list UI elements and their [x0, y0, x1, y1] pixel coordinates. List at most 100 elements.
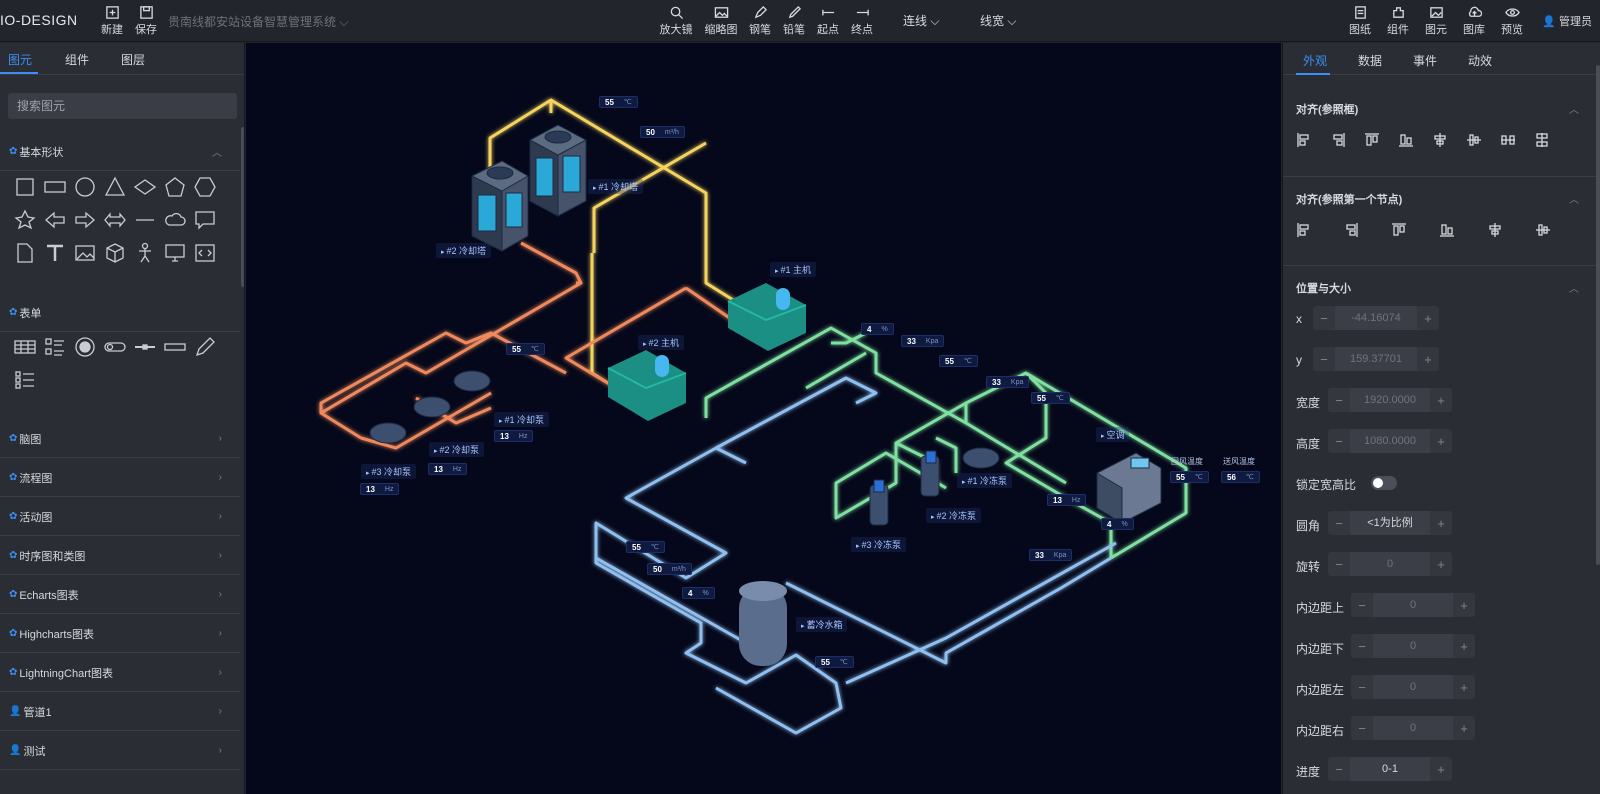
align-right-icon[interactable]: [1327, 129, 1349, 151]
diamond-shape[interactable]: [130, 170, 160, 203]
align-left-icon[interactable]: [1293, 219, 1315, 241]
plus-icon[interactable]: +: [1460, 679, 1468, 695]
section-activity[interactable]: ✿活动图›: [0, 498, 240, 536]
drawing-button[interactable]: 图纸: [1342, 4, 1378, 37]
user-menu[interactable]: 👤 管理员: [1542, 13, 1592, 29]
star-shape[interactable]: [10, 203, 40, 236]
hexagon-shape[interactable]: [190, 170, 220, 203]
design-canvas[interactable]: #1 冷却塔 #2 冷却塔 #1 主机 #2 主机 #1 冷却泵 #2 冷却泵 …: [246, 43, 1281, 794]
y-input[interactable]: −159.37701 +: [1313, 347, 1439, 371]
align-left-icon[interactable]: [1293, 129, 1315, 151]
project-selector[interactable]: 贵南线都安站设备智慧管理系统 ⌵: [168, 13, 348, 30]
align-right-icon[interactable]: [1340, 219, 1362, 241]
section-highcharts[interactable]: ✿Highcharts图表›: [0, 615, 240, 653]
cloud-shape[interactable]: [160, 203, 190, 236]
button-shape[interactable]: [160, 330, 190, 363]
pen-button[interactable]: 钢笔: [742, 4, 778, 37]
switch-shape[interactable]: [100, 330, 130, 363]
plus-icon[interactable]: +: [1424, 351, 1432, 367]
pentagon-shape[interactable]: [160, 170, 190, 203]
rotate-value[interactable]: 0: [1350, 552, 1430, 576]
rectangle-shape[interactable]: [40, 170, 70, 203]
new-button[interactable]: 新建: [94, 4, 130, 37]
progress-input[interactable]: −0-1+: [1328, 757, 1452, 781]
radius-input[interactable]: −<1为比例+: [1328, 511, 1452, 535]
component-button[interactable]: 组件: [1380, 4, 1416, 37]
plus-icon[interactable]: +: [1424, 310, 1432, 326]
chevron-up-icon[interactable]: ︿: [1569, 195, 1579, 206]
chevron-up-icon[interactable]: ︿: [1569, 284, 1579, 295]
tab-elements[interactable]: 图元: [8, 53, 33, 67]
table-shape[interactable]: [10, 330, 40, 363]
list-shape[interactable]: [10, 363, 40, 396]
radius-value[interactable]: <1为比例: [1350, 511, 1430, 535]
magnifier-button[interactable]: 放大镜: [658, 4, 694, 37]
right-scrollbar[interactable]: [1596, 65, 1600, 565]
pencil-button[interactable]: 铅笔: [776, 4, 812, 37]
align-top-icon[interactable]: [1388, 219, 1410, 241]
image-shape[interactable]: [70, 236, 100, 269]
tab-data[interactable]: 数据: [1358, 54, 1383, 68]
align-center-h-icon[interactable]: [1429, 129, 1451, 151]
element-button[interactable]: 图元: [1418, 4, 1454, 37]
slider-shape[interactable]: [130, 330, 160, 363]
chevron-up-icon[interactable]: ︿: [1569, 105, 1579, 116]
minus-icon[interactable]: −: [1335, 392, 1343, 408]
code-shape[interactable]: [190, 236, 220, 269]
minus-icon[interactable]: −: [1358, 597, 1366, 613]
left-arrow-shape[interactable]: [40, 203, 70, 236]
radio-shape[interactable]: [70, 330, 100, 363]
minus-icon[interactable]: −: [1358, 720, 1366, 736]
edit-shape[interactable]: [190, 330, 220, 363]
pad-top-input[interactable]: −0 +: [1351, 593, 1475, 617]
line-dropdown[interactable]: 连线 ⌵: [903, 12, 939, 29]
monitor-shape[interactable]: [160, 236, 190, 269]
section-test[interactable]: 👤测试›: [0, 732, 240, 770]
minus-icon[interactable]: −: [1320, 351, 1328, 367]
callout-shape[interactable]: [190, 203, 220, 236]
pad-top-value[interactable]: 0: [1373, 593, 1453, 617]
pad-right-value[interactable]: 0: [1373, 716, 1453, 740]
minus-icon[interactable]: −: [1335, 433, 1343, 449]
height-input[interactable]: −1080.0000+: [1328, 429, 1452, 453]
gallery-button[interactable]: 图库: [1456, 4, 1492, 37]
width-input[interactable]: −1920.0000+: [1328, 388, 1452, 412]
x-value[interactable]: -44.16074: [1335, 306, 1417, 330]
right-arrow-shape[interactable]: [70, 203, 100, 236]
plus-icon[interactable]: +: [1460, 638, 1468, 654]
text-shape[interactable]: [40, 236, 70, 269]
pad-left-value[interactable]: 0: [1373, 675, 1453, 699]
distribute-h-icon[interactable]: [1497, 129, 1519, 151]
double-arrow-shape[interactable]: [100, 203, 130, 236]
line-width-dropdown[interactable]: 线宽 ⌵: [980, 12, 1016, 29]
plus-icon[interactable]: +: [1437, 761, 1445, 777]
section-basic-shapes[interactable]: ✿基本形状︿: [0, 133, 240, 171]
file-shape[interactable]: [10, 236, 40, 269]
width-value[interactable]: 1920.0000: [1350, 388, 1430, 412]
pad-right-input[interactable]: −0 +: [1351, 716, 1475, 740]
align-top-icon[interactable]: [1361, 129, 1383, 151]
triangle-shape[interactable]: [100, 170, 130, 203]
lock-ratio-toggle[interactable]: [1371, 476, 1397, 490]
rotate-input[interactable]: −0+: [1328, 552, 1452, 576]
end-point-button[interactable]: 终点: [844, 4, 880, 37]
tab-components[interactable]: 组件: [65, 53, 90, 67]
circle-shape[interactable]: [70, 170, 100, 203]
x-input[interactable]: −-44.16074 +: [1313, 306, 1439, 330]
square-shape[interactable]: [10, 170, 40, 203]
tab-animation[interactable]: 动效: [1468, 54, 1493, 68]
plus-icon[interactable]: +: [1460, 597, 1468, 613]
section-pipe1[interactable]: 👤管道1›: [0, 693, 240, 731]
save-button[interactable]: 保存: [128, 4, 164, 37]
cube-shape[interactable]: [100, 236, 130, 269]
plus-icon[interactable]: +: [1460, 720, 1468, 736]
minus-icon[interactable]: −: [1320, 310, 1328, 326]
person-shape[interactable]: [130, 236, 160, 269]
pad-left-input[interactable]: −0+: [1351, 675, 1475, 699]
element-search-input[interactable]: [8, 93, 237, 119]
minus-icon[interactable]: −: [1335, 515, 1343, 531]
y-value[interactable]: 159.37701: [1335, 347, 1417, 371]
align-center-v-icon[interactable]: [1463, 129, 1485, 151]
pad-bottom-input[interactable]: −0+: [1351, 634, 1475, 658]
left-scrollbar[interactable]: [241, 127, 244, 287]
